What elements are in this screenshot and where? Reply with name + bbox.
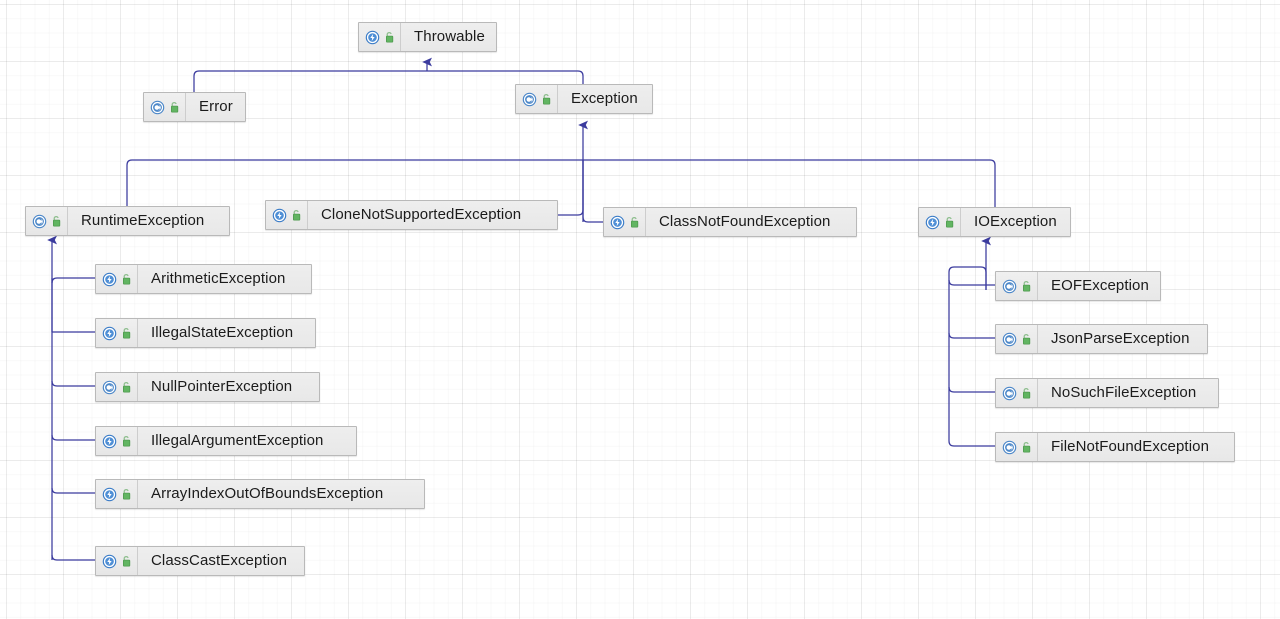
lock-icon (120, 381, 132, 394)
class-node-label: RuntimeException (81, 212, 205, 229)
edge-runtime-to-classcast (51, 554, 95, 561)
node-icon-gutter (96, 373, 138, 401)
class-node-null-pointer-exception[interactable]: NullPointerException (95, 372, 320, 402)
class-node-class-not-found-exception[interactable]: ClassNotFoundException (603, 207, 857, 237)
class-node-illegal-argument-exception[interactable]: IllegalArgumentException (95, 426, 357, 456)
exception-icon (272, 208, 287, 223)
lock-icon (168, 101, 180, 114)
class-icon (1002, 332, 1017, 347)
class-node-file-not-found-exception[interactable]: FileNotFoundException (995, 432, 1235, 462)
class-node-class-cast-exception[interactable]: ClassCastException (95, 546, 305, 576)
class-icon (150, 100, 165, 115)
lock-icon (290, 209, 302, 222)
class-icon (32, 214, 47, 229)
class-node-eof-exception[interactable]: EOFException (995, 271, 1161, 301)
class-node-label: NullPointerException (151, 378, 293, 395)
node-icon-gutter (96, 480, 138, 508)
class-node-label: EOFException (1051, 277, 1149, 294)
class-node-clone-not-supported-exception[interactable]: CloneNotSupportedException (265, 200, 558, 230)
exception-icon (102, 554, 117, 569)
node-icon-gutter (96, 547, 138, 575)
lock-icon (540, 93, 552, 106)
class-node-label: IOException (974, 213, 1057, 230)
class-node-illegal-state-exception[interactable]: IllegalStateException (95, 318, 316, 348)
node-icon-gutter (96, 427, 138, 455)
lock-icon (1020, 333, 1032, 346)
class-icon (102, 380, 117, 395)
class-node-label: ClassCastException (151, 552, 288, 569)
class-node-label: IllegalStateException (151, 324, 294, 341)
node-icon-gutter (996, 379, 1038, 407)
class-node-label: IllegalArgumentException (151, 432, 324, 449)
class-icon (1002, 440, 1017, 455)
node-icon-gutter (26, 207, 68, 235)
lock-icon (628, 216, 640, 229)
exception-icon (102, 487, 117, 502)
exception-icon (610, 215, 625, 230)
lock-icon (1020, 280, 1032, 293)
class-node-label: Throwable (414, 28, 485, 45)
lock-icon (383, 31, 395, 44)
lock-icon (120, 327, 132, 340)
exception-icon (102, 272, 117, 287)
lock-icon (120, 488, 132, 501)
class-node-label: NoSuchFileException (1051, 384, 1197, 401)
edge-bus-exception-children (126, 159, 996, 166)
lock-icon (120, 555, 132, 568)
class-node-label: Error (199, 98, 233, 115)
class-icon (1002, 386, 1017, 401)
edge-io-to-filenotfound (948, 440, 995, 447)
class-node-label: ArithmeticException (151, 270, 286, 287)
edge-runtime-to-arrayindex (51, 487, 95, 494)
edge-exception-to-throwable (427, 70, 584, 84)
lock-icon (50, 215, 62, 228)
lock-icon (943, 216, 955, 229)
lock-icon (120, 435, 132, 448)
node-icon-gutter (996, 433, 1038, 461)
lock-icon (120, 273, 132, 286)
edge-classnotfound-to-riser (582, 160, 603, 223)
edge-runtime-to-illegalargument (51, 434, 95, 441)
node-icon-gutter (996, 325, 1038, 353)
class-node-label: JsonParseException (1051, 330, 1190, 347)
class-node-no-such-file-exception[interactable]: NoSuchFileException (995, 378, 1219, 408)
edge-error-to-throwable (193, 70, 427, 92)
node-icon-gutter (96, 265, 138, 293)
node-icon-gutter (144, 93, 186, 121)
node-icon-gutter (996, 272, 1038, 300)
node-icon-gutter (516, 85, 558, 113)
class-icon (1002, 279, 1017, 294)
class-icon (522, 92, 537, 107)
class-node-array-index-out-of-bounds[interactable]: ArrayIndexOutOfBoundsException (95, 479, 425, 509)
exception-icon (925, 215, 940, 230)
exception-icon (102, 326, 117, 341)
node-icon-gutter (919, 208, 961, 236)
lock-icon (1020, 387, 1032, 400)
class-node-arithmetic-exception[interactable]: ArithmeticException (95, 264, 312, 294)
node-icon-gutter (604, 208, 646, 236)
edge-io-to-nosuchfile (948, 386, 995, 393)
class-node-label: CloneNotSupportedException (321, 206, 522, 223)
class-node-label: ClassNotFoundException (659, 213, 831, 230)
node-icon-gutter (96, 319, 138, 347)
class-node-json-parse-exception[interactable]: JsonParseException (995, 324, 1208, 354)
class-node-throwable[interactable]: Throwable (358, 22, 497, 52)
exception-icon (102, 434, 117, 449)
class-node-label: FileNotFoundException (1051, 438, 1210, 455)
node-icon-gutter (266, 201, 308, 229)
exception-icon (365, 30, 380, 45)
class-node-io-exception[interactable]: IOException (918, 207, 1071, 237)
class-node-exception[interactable]: Exception (515, 84, 653, 114)
edge-runtime-to-arithmetic (51, 277, 95, 284)
edge-runtime-to-nullpointer (51, 380, 95, 387)
lock-icon (1020, 441, 1032, 454)
class-node-label: Exception (571, 90, 638, 107)
class-node-runtime-exception[interactable]: RuntimeException (25, 206, 230, 236)
edge-clone-to-riser (558, 160, 584, 216)
node-icon-gutter (359, 23, 401, 51)
class-node-label: ArrayIndexOutOfBoundsException (151, 485, 384, 502)
class-node-error[interactable]: Error (143, 92, 246, 122)
edge-io-to-jsonparse (948, 332, 995, 339)
edge-io-to-eof (948, 266, 995, 290)
